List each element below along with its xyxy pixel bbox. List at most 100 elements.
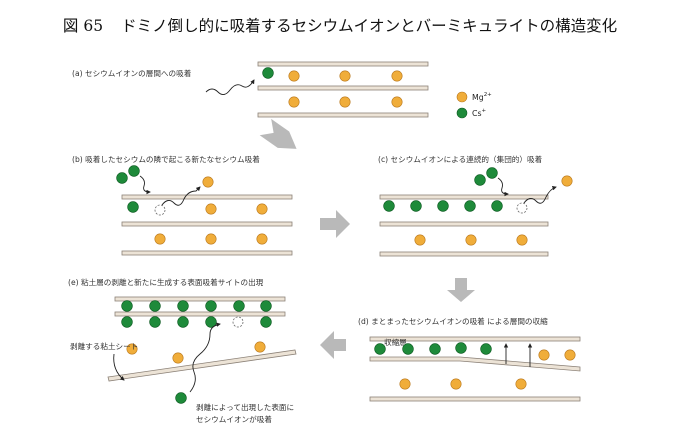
step-arrow-icon <box>447 278 475 302</box>
panel-c-label: (c) セシウムイオンによる連続的（集団的）吸着 <box>378 154 543 164</box>
magnesium-ion <box>205 233 217 245</box>
cesium-ion <box>262 67 274 79</box>
magnesium-ion <box>391 70 403 82</box>
cesium-ion <box>480 343 492 355</box>
figure-title-text: ドミノ倒し的に吸着するセシウムイオンとバーミキュライトの構造変化 <box>121 17 618 35</box>
clay-layer <box>379 221 549 227</box>
peeling-clay-sheet <box>107 349 297 382</box>
panel-e: (e) 粘土層の剥離と新たに生成する表面吸着サイトの出現 剥離する粘土シート 剥… <box>68 277 297 424</box>
panel-e-sheet-label: 剥離する粘土シート <box>70 341 138 351</box>
clay-layer <box>257 112 429 118</box>
magnesium-ion <box>339 70 351 82</box>
magnesium-ion <box>154 233 166 245</box>
clay-layer <box>257 85 429 91</box>
cesium-ion <box>464 200 476 212</box>
panel-d-inner-label: 収縮層 <box>384 337 407 347</box>
panel-e-new-site-line2: セシウムイオンが吸着 <box>196 414 272 424</box>
magnesium-ion <box>172 352 184 364</box>
magnesium-ion <box>515 378 527 390</box>
magnesium-ion <box>205 203 217 215</box>
sheet-pointer-arrow <box>113 353 125 381</box>
legend: Mg2+ Cs+ <box>456 91 492 119</box>
panel-c: (c) セシウムイオンによる連続的（集団的）吸着 <box>378 154 573 257</box>
cesium-ion <box>374 343 386 355</box>
vacant-site <box>516 202 528 214</box>
cesium-ion <box>149 300 161 312</box>
clay-layer <box>369 396 581 402</box>
vacant-site <box>154 204 166 216</box>
cs-entry-arrow <box>497 177 509 197</box>
magnesium-ion <box>399 378 411 390</box>
magnesium-ion <box>414 234 426 246</box>
cesium-ion <box>177 300 189 312</box>
panel-a-label: (a) セシウムイオンの層間への吸着 <box>72 68 192 78</box>
step-arrow-icon <box>259 118 297 149</box>
magnesium-ion <box>538 349 550 361</box>
clay-layer <box>379 251 549 257</box>
mg-release-arrow <box>523 186 557 204</box>
panel-e-new-site-line1: 剥離によって出現した表面に <box>196 402 294 412</box>
magnesium-ion <box>465 234 477 246</box>
cesium-ion <box>128 165 140 177</box>
cesium-ion <box>121 300 133 312</box>
clay-layer <box>369 336 581 342</box>
cesium-ion <box>383 200 395 212</box>
panel-e-label: (e) 粘土層の剥離と新たに生成する表面吸着サイトの出現 <box>68 277 264 287</box>
panel-d-label: (d) まとまったセシウムイオンの吸着 による層間の収縮 <box>358 316 548 326</box>
magnesium-ion <box>288 70 300 82</box>
magnesium-ion <box>339 96 351 108</box>
cesium-ion <box>260 316 272 328</box>
magnesium-ion <box>564 349 576 361</box>
magnesium-ion <box>256 233 268 245</box>
clay-layer <box>121 250 293 256</box>
figure-title: 図 65 ドミノ倒し的に吸着するセシウムイオンとバーミキュライトの構造変化 <box>0 14 680 36</box>
clay-layer <box>114 311 286 317</box>
clay-layer <box>257 61 429 67</box>
panel-d: (d) まとまったセシウムイオンの吸着 による層間の収縮 収縮層 <box>358 316 581 402</box>
step-arrow-icon <box>320 210 350 238</box>
magnesium-ion <box>391 96 403 108</box>
vacant-site <box>232 316 244 328</box>
cs-entry-arrow <box>139 175 151 195</box>
panel-b-label: (b) 吸着したセシウムの隣で起こる新たなセシウム吸着 <box>72 154 260 164</box>
cesium-ion <box>175 392 187 404</box>
step-arrow-icon <box>320 331 346 359</box>
cesium-ion <box>233 300 245 312</box>
cesium-ion <box>116 172 128 184</box>
figure-number: 図 65 <box>62 17 104 35</box>
legend-cs-swatch <box>456 107 468 119</box>
clay-layer <box>379 194 549 200</box>
panel-a: (a) セシウムイオンの層間への吸着 <box>72 61 429 118</box>
cesium-ion <box>177 316 189 328</box>
legend-mg-swatch <box>456 91 468 103</box>
magnesium-ion <box>561 175 573 187</box>
cesium-ion <box>437 200 449 212</box>
cesium-ion <box>410 200 422 212</box>
cesium-ion <box>205 300 217 312</box>
magnesium-ion <box>256 203 268 215</box>
magnesium-ion <box>254 341 266 353</box>
cesium-ion <box>491 200 503 212</box>
cesium-ion <box>429 343 441 355</box>
cesium-ion <box>127 201 139 213</box>
panel-b: (b) 吸着したセシウムの隣で起こる新たなセシウム吸着 <box>72 154 293 256</box>
cesium-ion <box>205 316 217 328</box>
cesium-ion <box>486 167 498 179</box>
cesium-ion <box>474 174 486 186</box>
cesium-ion <box>121 316 133 328</box>
legend-cs-label: Cs+ <box>472 108 487 118</box>
magnesium-ion <box>516 234 528 246</box>
migration-arrow <box>205 79 255 95</box>
clay-layer <box>121 194 293 200</box>
cesium-ion <box>260 300 272 312</box>
magnesium-ion <box>202 176 214 188</box>
clay-layer <box>121 221 293 227</box>
contracted-clay-layer <box>369 356 581 372</box>
cesium-ion <box>402 343 414 355</box>
cesium-ion <box>455 342 467 354</box>
magnesium-ion <box>450 378 462 390</box>
cesium-ion <box>149 316 161 328</box>
legend-mg-label: Mg2+ <box>472 92 492 102</box>
magnesium-ion <box>288 96 300 108</box>
